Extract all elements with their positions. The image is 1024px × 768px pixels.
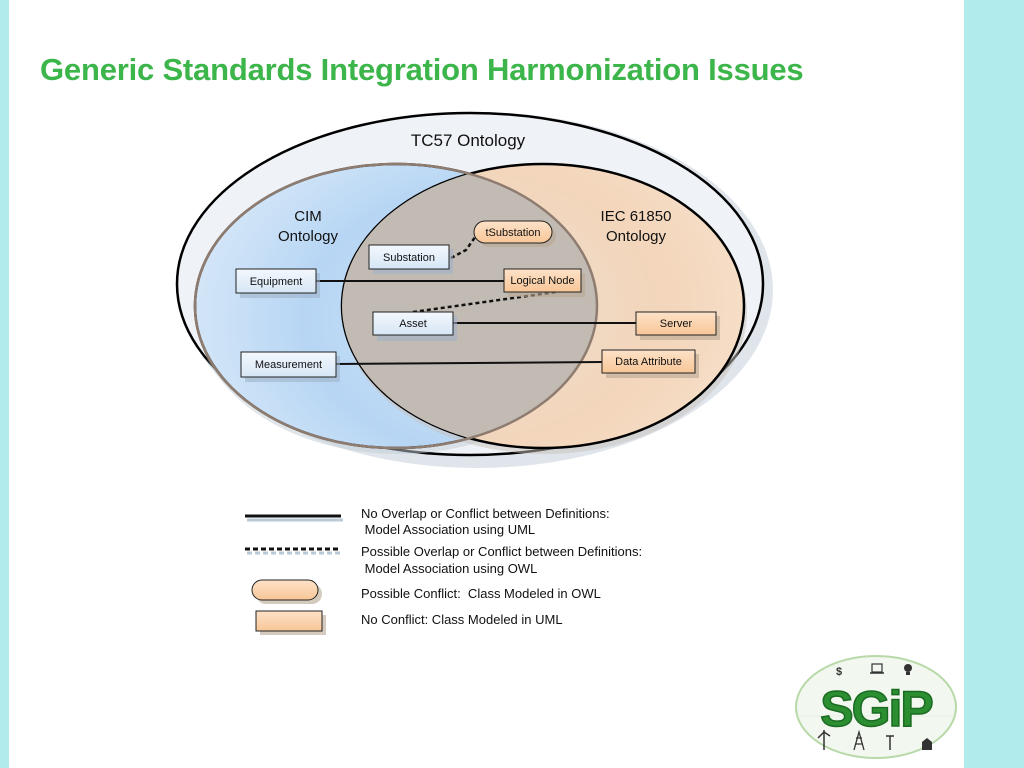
- lightbulb-icon: [904, 664, 912, 672]
- measurement-label: Measurement: [255, 359, 322, 371]
- transmission-tower-icon: [853, 729, 865, 751]
- left-accent-bar: [0, 0, 9, 768]
- ontology-diagram: TC57 Ontology CIM Ontology IEC 61850 Ont…: [175, 111, 773, 635]
- sgip-logo-graphic: $ SGiP: [795, 655, 957, 759]
- node-asset: Asset: [372, 311, 457, 341]
- node-substation: Substation: [368, 244, 453, 274]
- utility-pole-icon: [886, 735, 894, 750]
- legend-solid-text-1: No Overlap or Conflict between Definitio…: [361, 506, 610, 521]
- node-data-attribute: Data Attribute: [601, 349, 699, 378]
- cim-ellipse-edge-in-overlap: [193, 162, 599, 450]
- legend-solid-text-2: Model Association using UML: [361, 522, 535, 537]
- lightbulb-base: [906, 672, 910, 675]
- server-label: Server: [660, 318, 693, 330]
- node-logical-node: Logical Node: [503, 268, 585, 297]
- slide-title: Generic Standards Integration Harmonizat…: [40, 52, 804, 87]
- legend: No Overlap or Conflict between Definitio…: [245, 506, 642, 635]
- logo-text: SGiP: [820, 681, 932, 737]
- node-equipment: Equipment: [235, 268, 320, 298]
- node-tsubstation: tSubstation: [473, 220, 556, 247]
- asset-label: Asset: [399, 318, 427, 330]
- node-measurement: Measurement: [240, 351, 340, 382]
- legend-square-box-text: No Conflict: Class Modeled in UML: [361, 612, 563, 627]
- logo-ellipse: [795, 655, 957, 759]
- logical-node-label: Logical Node: [510, 275, 574, 287]
- substation-label: Substation: [383, 252, 435, 264]
- equipment-label: Equipment: [250, 276, 303, 288]
- node-server: Server: [635, 311, 720, 340]
- right-accent-bar: [964, 0, 1024, 768]
- dollar-icon: $: [836, 666, 842, 678]
- legend-rounded-box: [251, 579, 319, 601]
- turbine-blade: [817, 731, 825, 739]
- legend-dashed-text-2: Model Association using OWL: [361, 561, 537, 576]
- iec-label-line2: Ontology: [606, 228, 667, 245]
- legend-rounded-box-text: Possible Conflict: Class Modeled in OWL: [361, 586, 601, 601]
- laptop-icon: [871, 663, 883, 673]
- house-icon: [922, 738, 932, 750]
- measurement-data-attribute-link: [335, 361, 603, 365]
- tc57-ontology-label: TC57 Ontology: [411, 131, 526, 150]
- cim-label-line1: CIM: [294, 208, 322, 225]
- substation-tsubstation-link: [450, 232, 480, 260]
- data-attribute-label: Data Attribute: [615, 356, 682, 368]
- cim-label-line2: Ontology: [278, 228, 339, 245]
- iec-label-line1: IEC 61850: [601, 208, 672, 225]
- sgip-logo: $ SGiP: [794, 654, 958, 760]
- tsubstation-label: tSubstation: [485, 227, 540, 239]
- turbine-blade-2: [823, 731, 831, 737]
- legend-dashed-text-1: Possible Overlap or Conflict between Def…: [361, 544, 642, 559]
- legend-square-box: [255, 610, 323, 632]
